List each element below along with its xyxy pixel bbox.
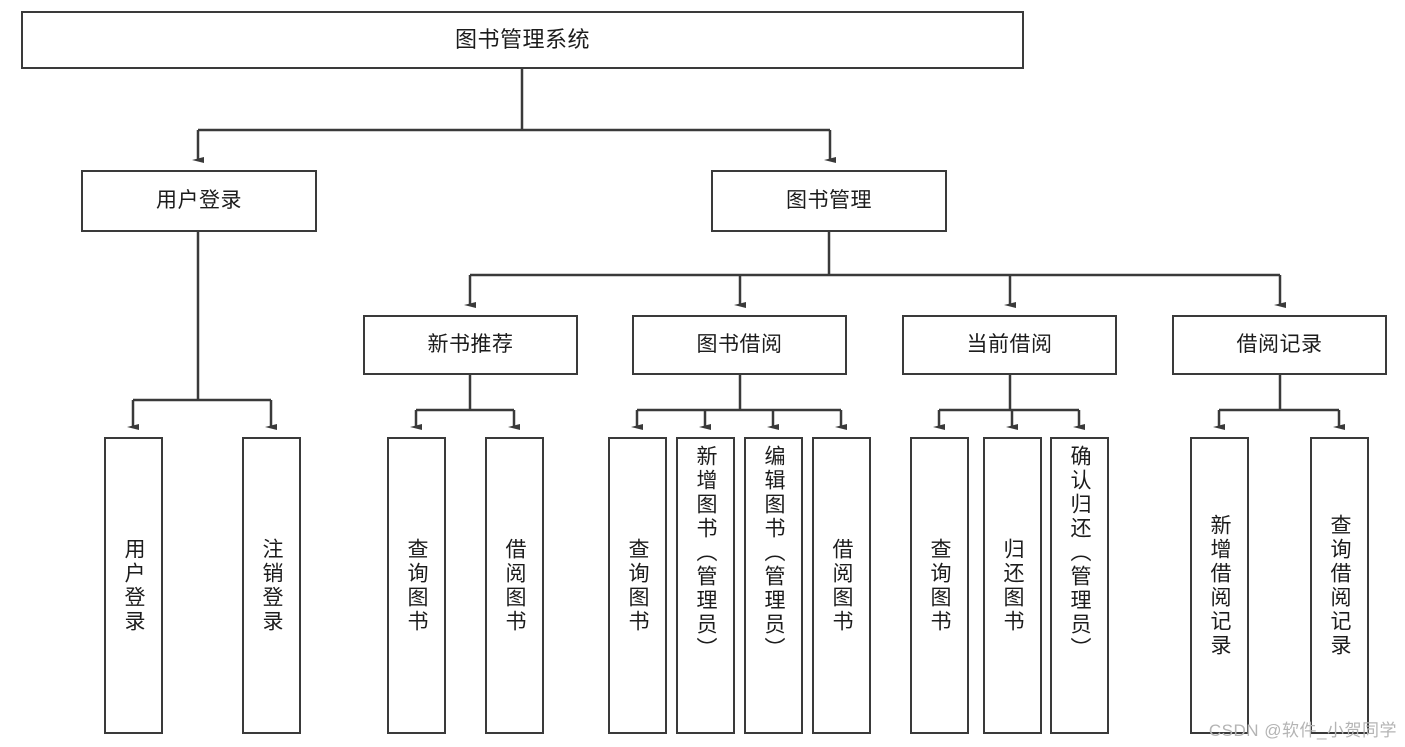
node-label: 查询图书 xyxy=(405,537,428,634)
node-label: 新增图书（管理员） xyxy=(694,445,717,661)
node-label: 确认归还（管理员） xyxy=(1068,445,1091,661)
node-label: 查询图书 xyxy=(928,537,951,634)
node-label: 借阅记录 xyxy=(1236,332,1323,356)
node-label: 新书推荐 xyxy=(427,332,514,356)
leaf-query-book-newbook[interactable]: 查询图书 xyxy=(387,437,446,734)
node-label: 借阅图书 xyxy=(830,537,853,634)
node-label: 用户登录 xyxy=(122,537,145,634)
leaf-borrow-book-borrow[interactable]: 借阅图书 xyxy=(812,437,871,734)
node-root-system[interactable]: 图书管理系统 xyxy=(21,11,1024,69)
leaf-user-logout[interactable]: 注销登录 xyxy=(242,437,301,734)
node-current-borrow[interactable]: 当前借阅 xyxy=(902,315,1117,375)
node-label: 查询借阅记录 xyxy=(1328,513,1351,658)
node-label: 新增借阅记录 xyxy=(1208,513,1231,658)
node-label: 图书借阅 xyxy=(696,332,783,356)
node-book-manage[interactable]: 图书管理 xyxy=(711,170,947,232)
leaf-user-login[interactable]: 用户登录 xyxy=(104,437,163,734)
watermark: CSDN @软件_小贺同学 xyxy=(1208,721,1397,740)
leaf-return-book[interactable]: 归还图书 xyxy=(983,437,1042,734)
leaf-confirm-return-admin[interactable]: 确认归还（管理员） xyxy=(1050,437,1109,734)
leaf-query-book-borrow[interactable]: 查询图书 xyxy=(608,437,667,734)
leaf-add-borrow-record[interactable]: 新增借阅记录 xyxy=(1190,437,1249,734)
leaf-query-book-current[interactable]: 查询图书 xyxy=(910,437,969,734)
node-label: 用户登录 xyxy=(156,188,242,212)
node-label: 注销登录 xyxy=(260,537,283,634)
leaf-borrow-book-newbook[interactable]: 借阅图书 xyxy=(485,437,544,734)
node-label: 归还图书 xyxy=(1001,537,1024,634)
node-new-book-recommend[interactable]: 新书推荐 xyxy=(363,315,578,375)
node-borrow-record[interactable]: 借阅记录 xyxy=(1172,315,1387,375)
node-label: 编辑图书（管理员） xyxy=(762,445,785,661)
leaf-query-borrow-record[interactable]: 查询借阅记录 xyxy=(1310,437,1369,734)
node-book-borrow[interactable]: 图书借阅 xyxy=(632,315,847,375)
leaf-edit-book-admin[interactable]: 编辑图书（管理员） xyxy=(744,437,803,734)
node-label: 查询图书 xyxy=(626,537,649,634)
node-label: 图书管理系统 xyxy=(454,27,590,53)
node-user-login[interactable]: 用户登录 xyxy=(81,170,317,232)
node-label: 图书管理 xyxy=(786,188,872,212)
node-label: 当前借阅 xyxy=(966,332,1053,356)
leaf-add-book-admin[interactable]: 新增图书（管理员） xyxy=(676,437,735,734)
node-label: 借阅图书 xyxy=(503,537,526,634)
